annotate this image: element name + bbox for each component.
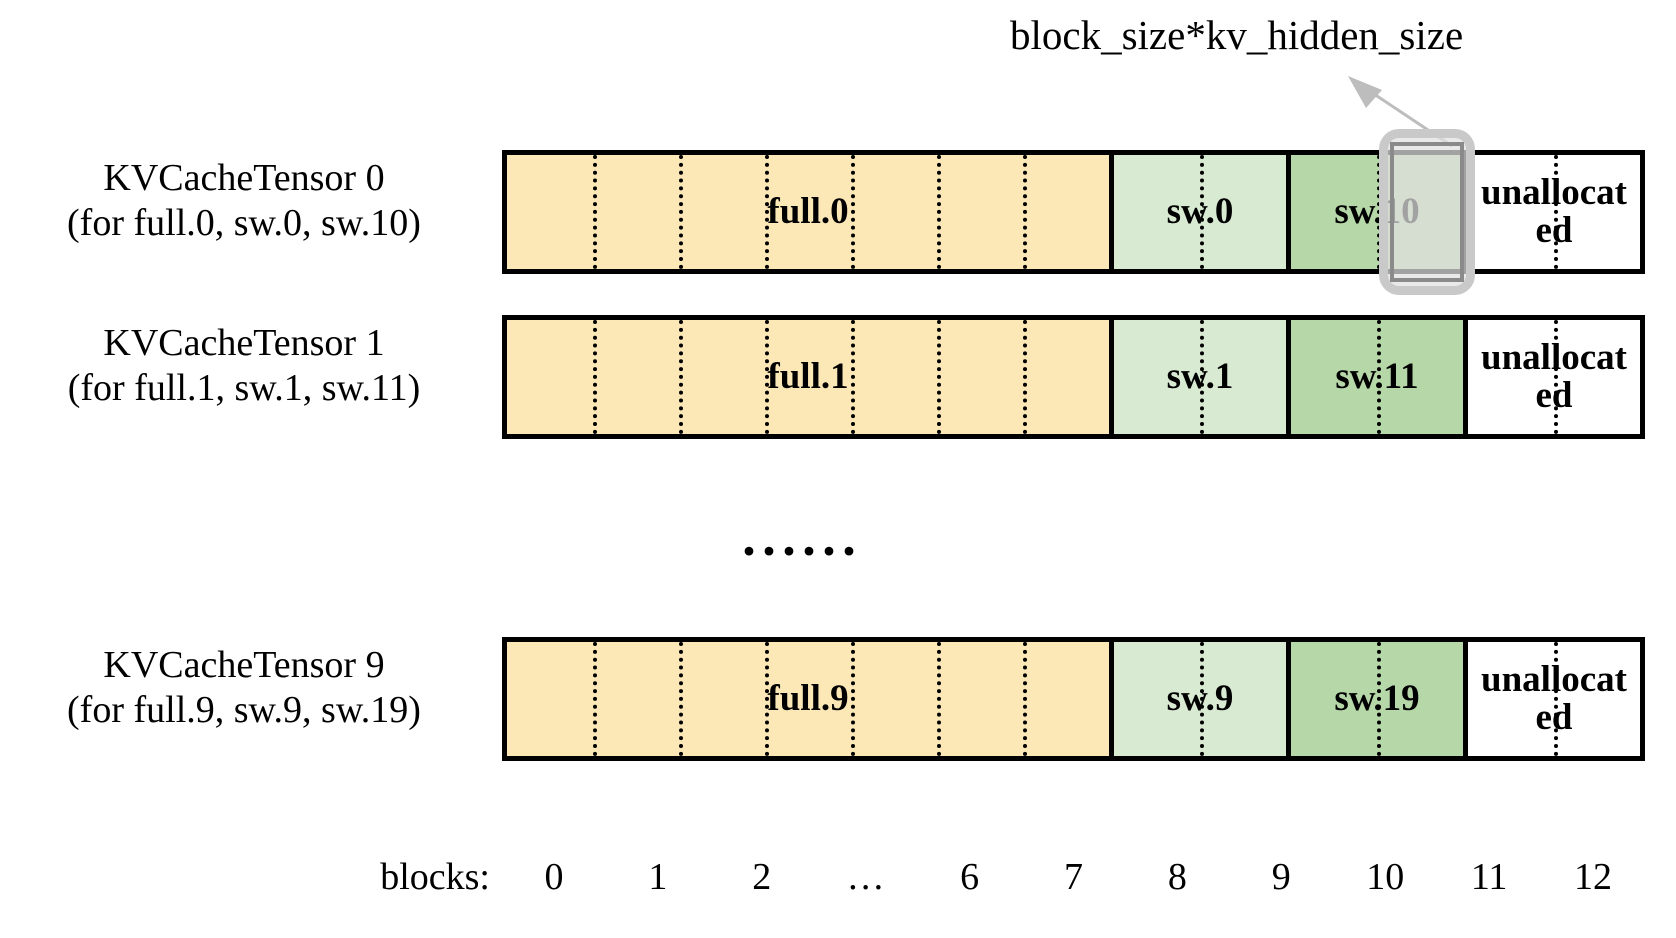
callout-label: block_size*kv_hidden_size: [1010, 12, 1464, 58]
segment-sw-9-text: sw.9: [1166, 678, 1234, 720]
axis-tick-6: 6: [960, 856, 980, 898]
rows-ellipsis: ······: [739, 521, 861, 581]
segment-full-9-text: full.9: [767, 678, 849, 720]
axis-tick-9: 9: [1271, 856, 1291, 898]
axis-tick-12: 12: [1574, 856, 1613, 898]
axis-tick-0: 0: [544, 856, 564, 898]
segment-full-1[interactable]: full.1: [507, 320, 1114, 434]
segment-full-0-text: full.0: [767, 191, 849, 233]
tensor-row-0-label-line2: (for full.0, sw.0, sw.10): [67, 201, 421, 244]
segment-sw-0-text: sw.0: [1166, 191, 1234, 233]
segment-sw-offset-9[interactable]: sw.19: [1291, 642, 1468, 756]
tensor-row-0-label-line1: KVCacheTensor 0: [103, 157, 385, 199]
tensor-row-1-label-line2: (for full.1, sw.1, sw.11): [67, 366, 421, 409]
axis-tick-7: 7: [1063, 856, 1083, 898]
axis-tick-ellipsis: …: [846, 856, 885, 898]
segment-full-1-text: full.1: [767, 356, 849, 398]
segment-unallocated-1-text: unallocated: [1481, 337, 1627, 416]
segment-unallocated-0-text: unallocated: [1481, 172, 1627, 251]
tensor-row-1-bar: full.1 sw.1 sw.11 unallocated: [502, 315, 1645, 439]
axis-tick-1: 1: [648, 856, 668, 898]
tensor-row-1-label: KVCacheTensor 1 (for full.1, sw.1, sw.11…: [0, 321, 488, 411]
block-highlight-box: [1379, 129, 1475, 295]
segment-sw-0[interactable]: sw.0: [1114, 155, 1291, 269]
tensor-row-1-label-line1: KVCacheTensor 1: [103, 322, 385, 364]
tensor-row-9-bar: full.9 sw.9 sw.19 unallocated: [502, 637, 1645, 761]
segment-unallocated-1[interactable]: unallocated: [1468, 320, 1640, 434]
blocks-axis: blocks: 0 1 2 … 6 7 8 9 10 11 12: [0, 855, 1676, 915]
tensor-row-0-label: KVCacheTensor 0 (for full.0, sw.0, sw.10…: [0, 156, 488, 246]
blocks-axis-ticks: 0 1 2 … 6 7 8 9 10 11 12: [502, 855, 1645, 899]
block-highlight-inner-border: [1390, 142, 1464, 282]
blocks-axis-title: blocks:: [380, 856, 490, 898]
segment-sw-9[interactable]: sw.9: [1114, 642, 1291, 756]
segment-full-9[interactable]: full.9: [507, 642, 1114, 756]
segment-unallocated-9[interactable]: unallocated: [1468, 642, 1640, 756]
axis-tick-11: 11: [1470, 856, 1508, 898]
tensor-row-9-label-line2: (for full.9, sw.9, sw.19): [67, 688, 421, 731]
tensor-row-9-label-line1: KVCacheTensor 9: [103, 644, 385, 686]
segment-unallocated-0[interactable]: unallocated: [1468, 155, 1640, 269]
segment-sw-offset-1-text: sw.11: [1335, 356, 1419, 398]
segment-full-0[interactable]: full.0: [507, 155, 1114, 269]
axis-tick-2: 2: [752, 856, 772, 898]
tensor-row-9-label: KVCacheTensor 9 (for full.9, sw.9, sw.19…: [0, 643, 488, 733]
axis-tick-10: 10: [1366, 856, 1405, 898]
segment-sw-1-text: sw.1: [1166, 356, 1234, 398]
segment-unallocated-9-text: unallocated: [1481, 659, 1627, 738]
segment-sw-offset-1[interactable]: sw.11: [1291, 320, 1468, 434]
segment-sw-1[interactable]: sw.1: [1114, 320, 1291, 434]
axis-tick-8: 8: [1167, 856, 1187, 898]
segment-sw-offset-9-text: sw.19: [1334, 678, 1420, 720]
